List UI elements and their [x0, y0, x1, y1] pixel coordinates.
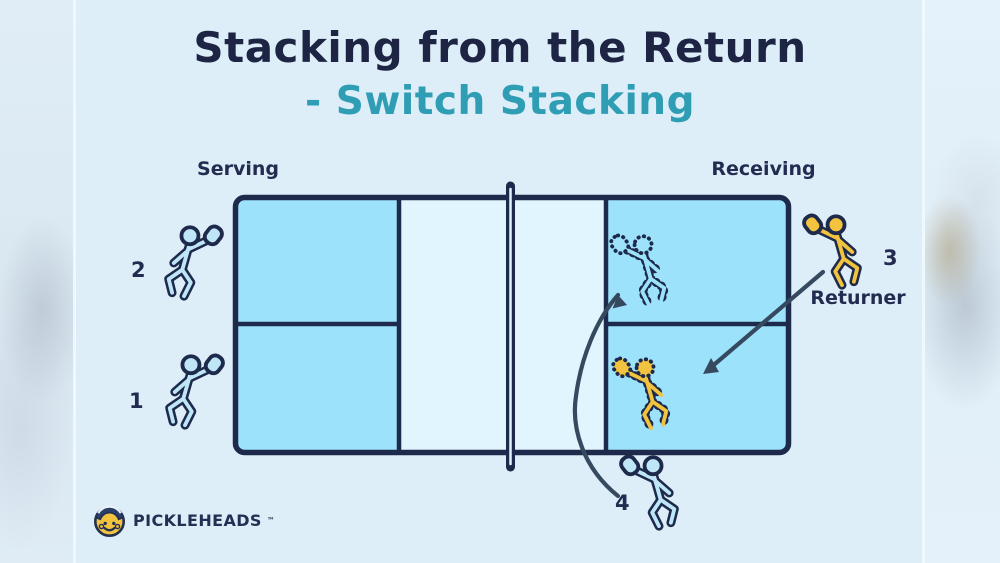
player-3-icon [801, 213, 857, 285]
curved-arrow-head [612, 295, 628, 309]
pickleheads-logo: PICKLEHEADS ™ [91, 502, 275, 539]
player-1-number: 1 [129, 389, 144, 413]
logo-wordmark: PICKLEHEADS [133, 511, 262, 530]
serving-side-label: Serving [197, 158, 279, 180]
straight-arrow-head [703, 358, 719, 374]
receiving-side-label: Receiving [711, 158, 816, 180]
movement-arrows [572, 269, 826, 499]
returner-label: Returner [810, 287, 906, 309]
logo-trademark: ™ [266, 516, 275, 525]
player-3-number: 3 [883, 246, 898, 270]
player-1-icon [170, 353, 226, 425]
player-4-number: 4 [615, 491, 630, 515]
player-4-icon [618, 454, 674, 526]
blurred-edge-right [922, 0, 1000, 563]
straight-arrow-player3 [706, 269, 826, 372]
blurred-edge-left [0, 0, 76, 563]
player-2-icon [169, 224, 225, 296]
page-title: Stacking from the Return [193, 23, 807, 72]
curved-arrow-player4 [572, 292, 621, 499]
page-subtitle: - Switch Stacking [304, 79, 695, 124]
player-2-number: 2 [131, 258, 146, 282]
pickleball-smiley-icon [94, 505, 125, 537]
pickleball-court [232, 181, 792, 472]
